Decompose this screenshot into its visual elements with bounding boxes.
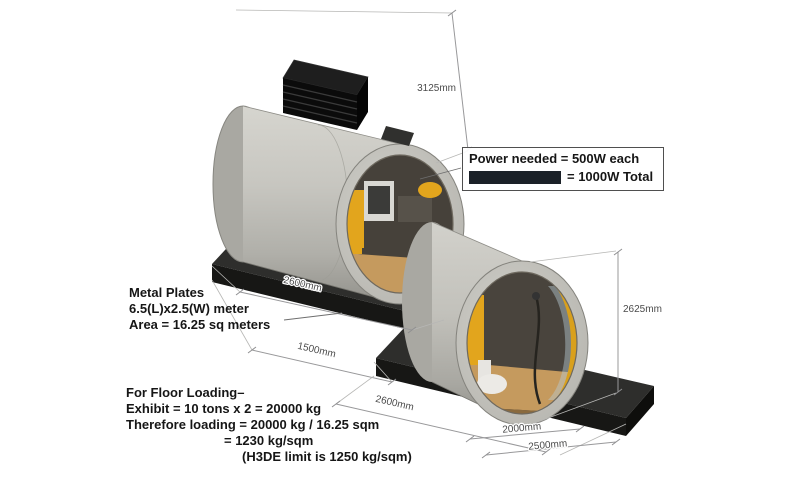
metal-plates-annotation: Metal Plates 6.5(L)x2.5(W) meter Area = … xyxy=(129,285,270,333)
dim-label-width-inner: 2000mm xyxy=(502,421,542,435)
right-opening-rim xyxy=(466,271,578,415)
metal-plates-line3: Area = 16.25 sq meters xyxy=(129,317,271,332)
left-yellow-item xyxy=(418,182,442,198)
dimension-base-width-inner: 2000mm xyxy=(465,420,585,443)
power-text-line2: = 1000W Total xyxy=(567,169,654,184)
left-dark-unit xyxy=(398,196,432,222)
floor-loading-line1: For Floor Loading– xyxy=(126,385,245,400)
right-pod xyxy=(402,221,589,426)
roof-hatch xyxy=(381,126,414,146)
dim-label-overall-height: 3125mm xyxy=(417,83,456,94)
dim-label-diameter: 2625mm xyxy=(623,304,662,315)
left-pod-top-edge xyxy=(242,105,401,145)
hose-head xyxy=(532,292,540,300)
metal-plates-line1: Metal Plates xyxy=(129,285,205,300)
vent-louvers xyxy=(282,84,358,124)
left-base-front xyxy=(212,264,442,338)
metal-plates-leader-line xyxy=(283,312,343,321)
power-annotation: Power needed = 500W each = 1000W Total xyxy=(462,147,665,191)
power-text-line1: Power needed = 500W each xyxy=(469,151,640,166)
floor-loading-line3: Therefore loading = 20000 kg / 16.25 sqm xyxy=(126,417,380,432)
left-yellow-cabinet xyxy=(347,190,364,248)
dimension-pod-diameter: 2625mm xyxy=(529,248,663,425)
vent-side xyxy=(357,77,368,130)
dim-label-offset: 1500mm xyxy=(296,341,336,360)
dim-label-width-outer: 2500mm xyxy=(528,438,568,452)
power-leader-line xyxy=(419,167,462,180)
dimension-base-width-outer: 2500mm xyxy=(481,437,621,459)
floor-loading-line4: = 1230 kg/sqm xyxy=(224,433,314,448)
highlight-bar xyxy=(469,170,561,184)
left-appliance-front xyxy=(368,186,390,214)
rooftop-vent-unit xyxy=(282,59,369,130)
toilet-bowl xyxy=(477,374,507,394)
floor-loading-annotation: For Floor Loading– Exhibit = 10 tons x 2… xyxy=(126,385,412,465)
vent-front xyxy=(283,78,357,130)
dimension-overall-height: 3125mm xyxy=(416,9,473,164)
hanging-hose xyxy=(533,295,542,405)
power-line2-row: = 1000W Total xyxy=(469,169,653,185)
left-opening-rim xyxy=(346,154,454,294)
floor-loading-line5: (H3DE limit is 1250 kg/sqm) xyxy=(242,449,412,464)
metal-plates-line2: 6.5(L)x2.5(W) meter xyxy=(129,301,249,316)
right-base-end xyxy=(626,386,654,436)
floor-loading-line2: Exhibit = 10 tons x 2 = 20000 kg xyxy=(126,401,322,416)
right-pod-top-edge xyxy=(431,221,523,262)
top-extension-line xyxy=(235,9,453,14)
